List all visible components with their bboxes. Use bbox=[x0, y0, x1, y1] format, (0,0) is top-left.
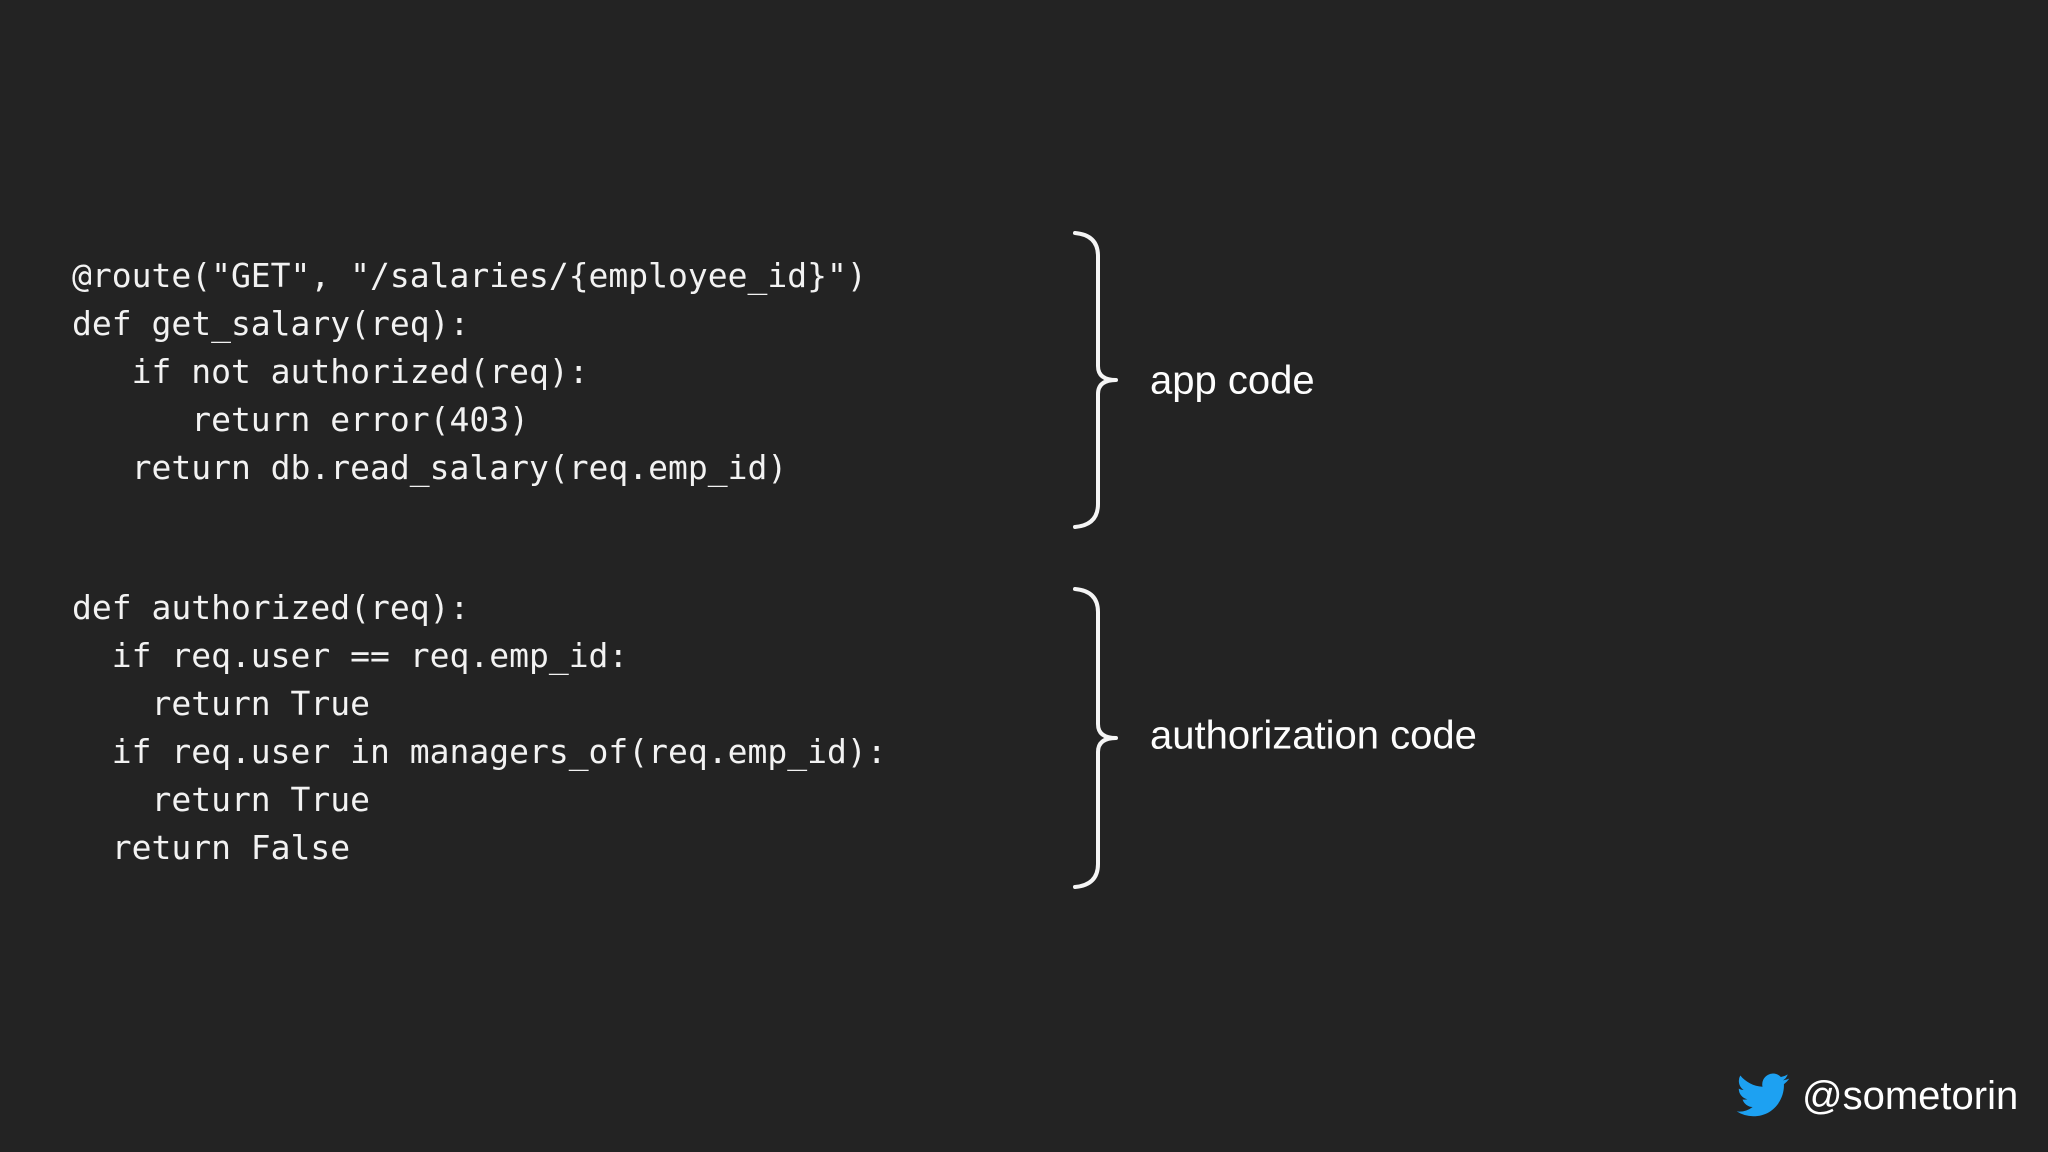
authorization-code-brace-icon bbox=[1073, 587, 1118, 889]
authorization-code-label: authorization code bbox=[1150, 713, 1477, 758]
app-code-brace-icon bbox=[1073, 231, 1118, 529]
app-code-label: app code bbox=[1150, 358, 1315, 403]
authorization-code-block: def authorized(req): if req.user == req.… bbox=[72, 588, 887, 867]
app-code-block: @route("GET", "/salaries/{employee_id}")… bbox=[72, 256, 867, 487]
twitter-attribution: @sometorin bbox=[1736, 1068, 2018, 1124]
twitter-handle: @sometorin bbox=[1802, 1073, 2019, 1118]
twitter-bird-icon bbox=[1736, 1073, 1790, 1119]
